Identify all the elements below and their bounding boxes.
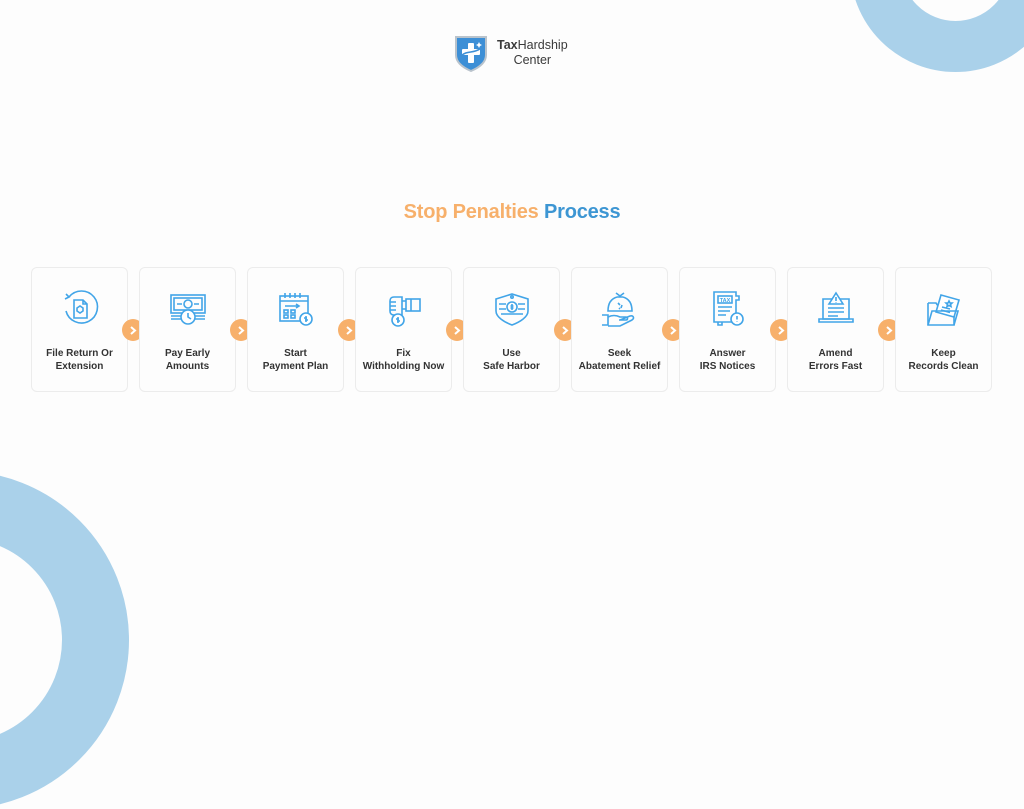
chevron-right-icon [669, 326, 677, 335]
file-refresh-icon [60, 289, 100, 329]
laptop-warning-icon [816, 289, 856, 329]
logo-name-regular: Hardship [518, 38, 568, 52]
shield-medical-cross-icon [454, 34, 488, 72]
chevron-right-icon [237, 326, 245, 335]
money-clock-icon [168, 289, 208, 329]
shield-dollar-icon [492, 289, 532, 329]
chevron-right-icon [453, 326, 461, 335]
logo[interactable]: TaxHardship Center [454, 34, 568, 72]
calendar-coin-icon [276, 289, 316, 329]
svg-text:TAX: TAX [720, 298, 731, 304]
tax-document-alert-icon: TAX [708, 289, 748, 329]
chevron-right-icon [777, 326, 785, 335]
folder-records-icon [924, 289, 964, 329]
logo-name-bold: Tax [497, 38, 518, 52]
hand-money-bag-icon [600, 289, 640, 329]
title-part-blue: Process [544, 201, 620, 223]
chevron-right-icon [561, 326, 569, 335]
decorative-ring-bottom-left [0, 471, 129, 809]
logo-subtitle: Center [497, 53, 568, 68]
decorative-ring-top-right [850, 0, 1024, 72]
title-part-orange: Stop Penalties [404, 201, 539, 223]
page-title: Stop Penalties Process [0, 201, 1024, 224]
chevron-right-icon [345, 326, 353, 335]
logo-text: TaxHardship Center [497, 38, 568, 68]
chevron-right-icon [129, 326, 137, 335]
chevron-right-icon [885, 326, 893, 335]
hand-coin-icon [384, 289, 424, 329]
